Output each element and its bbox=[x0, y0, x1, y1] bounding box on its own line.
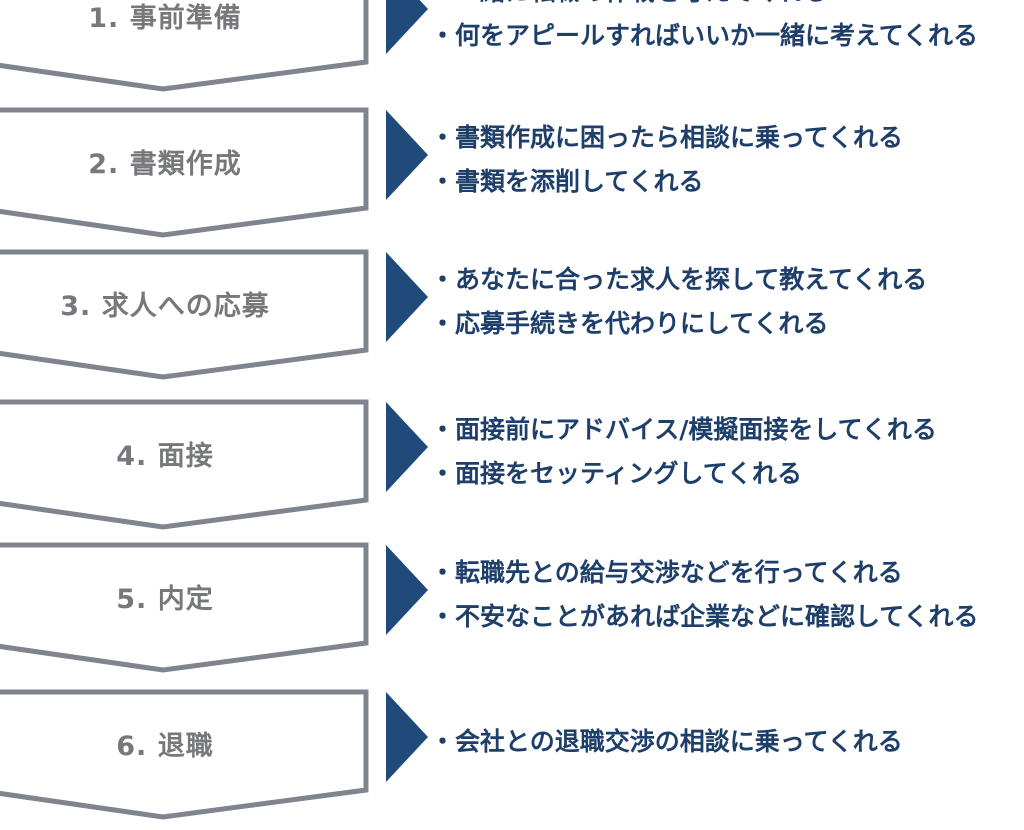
step-label: 1. 事前準備 bbox=[88, 3, 242, 34]
chevron-box-shape bbox=[0, 249, 369, 380]
arrow-right-icon bbox=[386, 692, 428, 782]
step-label: 6. 退職 bbox=[116, 731, 214, 762]
step-label: 2. 書類作成 bbox=[88, 149, 242, 180]
step-chevron-box bbox=[0, 107, 428, 238]
step-2: 2. 書類作成 ・書類作成に困ったら相談に乗ってくれる・書類を添削してくれる bbox=[0, 107, 1024, 248]
chevron-box-shape bbox=[0, 399, 369, 530]
arrow-right-icon bbox=[386, 545, 428, 635]
detail-item: ・応募手続きを代わりにしてくれる bbox=[430, 309, 829, 338]
detail-item: ・転職先との給与交渉などを行ってくれる bbox=[430, 558, 903, 587]
step-details: ・書類作成に困ったら相談に乗ってくれる・書類を添削してくれる bbox=[430, 116, 903, 204]
step-label: 4. 面接 bbox=[116, 441, 214, 472]
chevron-box-shape bbox=[0, 542, 369, 673]
step-label: 5. 内定 bbox=[116, 584, 214, 615]
step-details: ・面接前にアドバイス/模擬面接をしてくれる・面接をセッティングしてくれる bbox=[430, 408, 937, 496]
arrow-right-icon bbox=[386, 0, 428, 54]
step-label: 3. 求人への応募 bbox=[60, 291, 270, 322]
step-details: ・一緒に転職の作戦を考えてくれる・何をアピールすればいいか一緒に考えてくれる bbox=[430, 0, 978, 58]
detail-item: ・不安なことがあれば企業などに確認してくれる bbox=[430, 602, 979, 631]
detail-item: ・何をアピールすればいいか一緒に考えてくれる bbox=[430, 21, 979, 50]
step-chevron-box bbox=[0, 249, 428, 380]
detail-item: ・書類を添削してくれる bbox=[430, 167, 704, 196]
step-details: ・転職先との給与交渉などを行ってくれる・不安なことがあれば企業などに確認してくれ… bbox=[430, 551, 979, 639]
chevron-box-shape bbox=[0, 107, 369, 238]
chevron-box-shape bbox=[0, 0, 369, 92]
step-6: 6. 退職 ・会社との退職交渉の相談に乗ってくれる bbox=[0, 689, 1024, 830]
step-4: 4. 面接 ・面接前にアドバイス/模擬面接をしてくれる・面接をセッティングしてく… bbox=[0, 399, 1024, 540]
step-details: ・会社との退職交渉の相談に乗ってくれる bbox=[430, 720, 903, 764]
step-5: 5. 内定 ・転職先との給与交渉などを行ってくれる・不安なことがあれば企業などに… bbox=[0, 542, 1024, 683]
detail-item: ・会社との退職交渉の相談に乗ってくれる bbox=[430, 727, 903, 756]
step-chevron-box bbox=[0, 542, 428, 673]
detail-item: ・一緒に転職の作戦を考えてくれる bbox=[430, 0, 978, 14]
step-chevron-box bbox=[0, 0, 428, 92]
detail-item: ・書類作成に困ったら相談に乗ってくれる bbox=[430, 123, 904, 152]
step-3: 3. 求人への応募 ・あなたに合った求人を探して教えてくれる・応募手続きを代わり… bbox=[0, 249, 1024, 390]
detail-item: ・面接をセッティングしてくれる bbox=[430, 459, 803, 488]
arrow-right-icon bbox=[386, 110, 428, 200]
step-1: 1. 事前準備 ・一緒に転職の作戦を考えてくれる・何をアピールすればいいか一緒に… bbox=[0, 0, 1024, 102]
arrow-right-icon bbox=[386, 402, 428, 492]
step-chevron-box bbox=[0, 399, 428, 530]
step-details: ・あなたに合った求人を探して教えてくれる・応募手続きを代わりにしてくれる bbox=[430, 258, 927, 346]
detail-item: ・あなたに合った求人を探して教えてくれる bbox=[430, 265, 928, 294]
arrow-right-icon bbox=[386, 252, 428, 342]
detail-item: ・面接前にアドバイス/模擬面接をしてくれる bbox=[430, 415, 937, 444]
